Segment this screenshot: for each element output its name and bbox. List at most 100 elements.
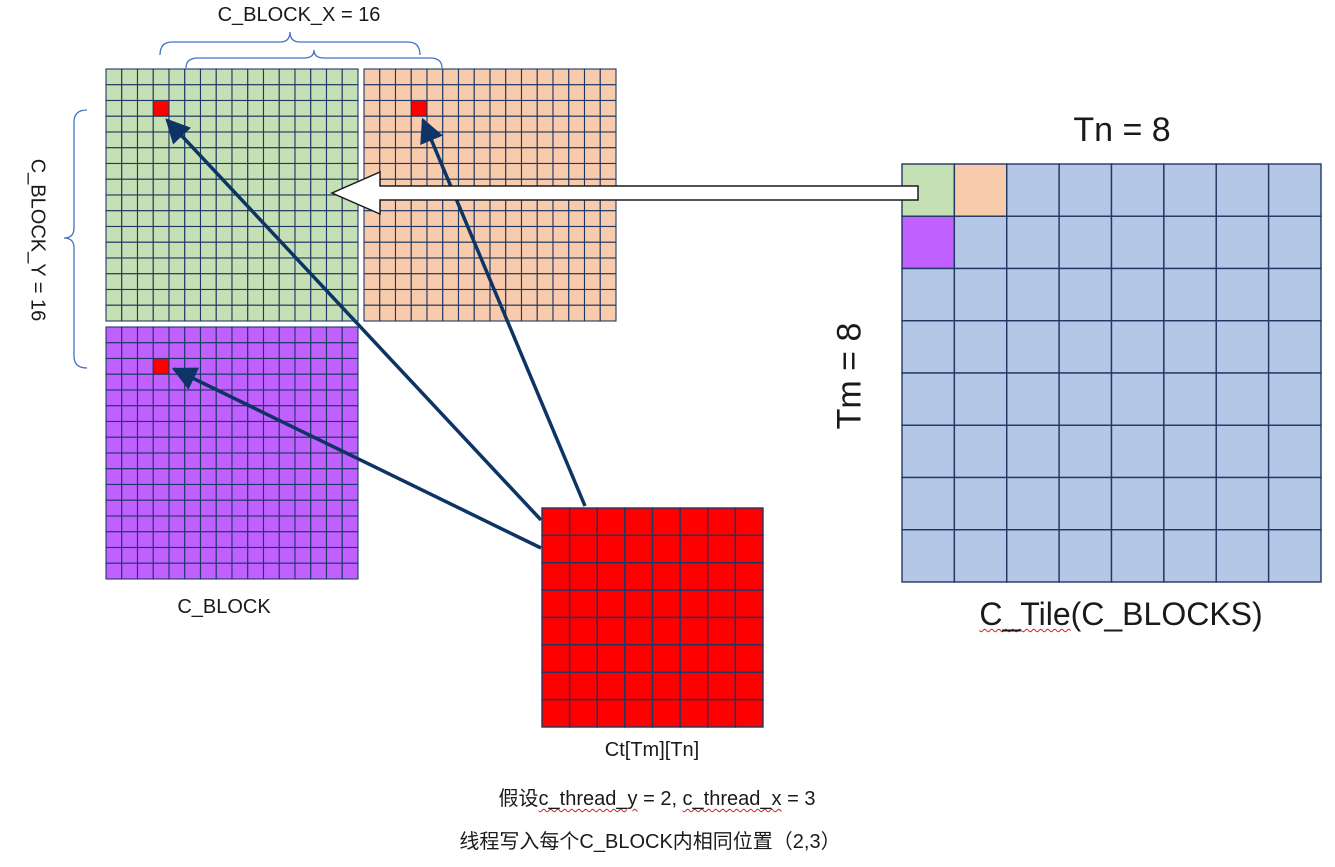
- purple-block-cell: [199, 342, 217, 360]
- purple-block-cell: [262, 515, 280, 533]
- green-block-cell: [199, 194, 217, 212]
- peach-block-cell: [457, 99, 475, 117]
- purple-block-cell: [215, 531, 233, 549]
- green-block-cell: [231, 84, 249, 102]
- green-block-cell: [325, 147, 343, 165]
- purple-block-cell: [199, 531, 217, 549]
- ct-cell: [596, 671, 626, 701]
- purple-block-cell: [215, 468, 233, 486]
- purple-block-cell: [136, 515, 154, 533]
- green-block-cell: [121, 241, 139, 259]
- green-block-cell: [215, 115, 233, 133]
- ct-cell: [541, 562, 571, 591]
- purple-block-cell: [247, 420, 265, 438]
- tile-cell: [901, 320, 956, 374]
- purple-block-cell: [105, 452, 123, 470]
- peach-block-cell: [489, 162, 507, 180]
- tile-cell: [901, 424, 956, 479]
- purple-block-cell: [262, 562, 280, 580]
- green-block-cell: [294, 68, 312, 86]
- purple-block-cell: [341, 389, 359, 407]
- purple-block-cell: [262, 373, 280, 391]
- peach-block-cell: [568, 147, 586, 165]
- arrow-to-peach: [420, 117, 587, 507]
- purple-block-cell: [168, 468, 186, 486]
- tile-cell: [1215, 529, 1270, 583]
- peach-block-cell: [568, 288, 586, 306]
- peach-block-cell: [568, 84, 586, 102]
- purple-block-cell: [184, 357, 202, 375]
- green-block-cell: [294, 273, 312, 291]
- green-block-cell: [152, 241, 170, 259]
- green-block-cell: [341, 147, 359, 165]
- tile-cell: [1110, 320, 1165, 374]
- green-block-cell: [199, 304, 217, 322]
- peach-block-cell: [363, 225, 381, 243]
- tile-cell: [1006, 320, 1060, 374]
- purple-block-cell: [341, 357, 359, 375]
- purple-block-cell: [325, 373, 343, 391]
- purple-block-cell: [168, 389, 186, 407]
- green-block-cell: [152, 288, 170, 306]
- peach-block-cell: [505, 225, 523, 243]
- green-block-cell: [231, 273, 249, 291]
- purple-block-cell: [184, 420, 202, 438]
- peach-block-cell: [473, 225, 491, 243]
- peach-block-cell: [442, 131, 460, 149]
- purple-block-cell: [121, 468, 139, 486]
- peach-block-cell: [363, 68, 381, 86]
- c-tile-suffix: (C_BLOCKS): [1070, 596, 1263, 632]
- peach-block-cell: [505, 84, 523, 102]
- ct-cell: [541, 616, 571, 646]
- peach-block-cell: [442, 273, 460, 291]
- ct-cell: [734, 507, 764, 537]
- purple-block-cell: [294, 531, 312, 549]
- green-block-cell: [215, 304, 233, 322]
- green-block-cell: [168, 257, 186, 275]
- green-block-cell: [184, 257, 202, 275]
- purple-block-cell: [215, 483, 233, 501]
- green-block-cell: [310, 257, 328, 275]
- green-block-cell: [168, 99, 186, 117]
- green-block-cell: [184, 84, 202, 102]
- green-block-cell: [247, 257, 265, 275]
- purple-block-cell: [184, 562, 202, 580]
- peach-block-cell: [536, 210, 554, 228]
- tile-cell: [1006, 163, 1060, 217]
- purple-block-cell: [341, 531, 359, 549]
- ct-cell: [541, 534, 571, 564]
- ct-cell: [596, 562, 626, 591]
- peach-block-cell: [473, 84, 491, 102]
- purple-block-cell: [294, 562, 312, 580]
- purple-block-cell: [231, 342, 249, 360]
- peach-block-cell: [520, 99, 538, 117]
- green-block-cell: [136, 131, 154, 149]
- purple-block-cell: [168, 405, 186, 423]
- peach-block-cell: [536, 147, 554, 165]
- peach-block-cell: [599, 210, 617, 228]
- peach-block-cell: [442, 147, 460, 165]
- purple-block-cell: [184, 389, 202, 407]
- peach-block-cell: [552, 115, 570, 133]
- purple-block-cell: [262, 326, 280, 344]
- purple-block-cell: [105, 342, 123, 360]
- green-block-cell: [294, 210, 312, 228]
- green-block-cell: [199, 288, 217, 306]
- green-block-cell: [341, 131, 359, 149]
- peach-block-cell: [410, 162, 428, 180]
- peach-block-cell: [552, 131, 570, 149]
- green-block-cell: [152, 84, 170, 102]
- purple-block-cell: [341, 483, 359, 501]
- ct-cell: [568, 562, 598, 591]
- green-block-cell: [310, 99, 328, 117]
- green-block-cell: [231, 68, 249, 86]
- peach-block-cell: [457, 304, 475, 322]
- green-block-cell: [231, 288, 249, 306]
- c-tile-prefix: C_Tile: [979, 596, 1071, 632]
- peach-block-cell: [536, 68, 554, 86]
- purple-block-cell: [310, 342, 328, 360]
- peach-block-cell: [426, 115, 444, 133]
- peach-block-cell: [520, 225, 538, 243]
- green-block-cell: [199, 241, 217, 259]
- tile-cell: [1215, 267, 1270, 322]
